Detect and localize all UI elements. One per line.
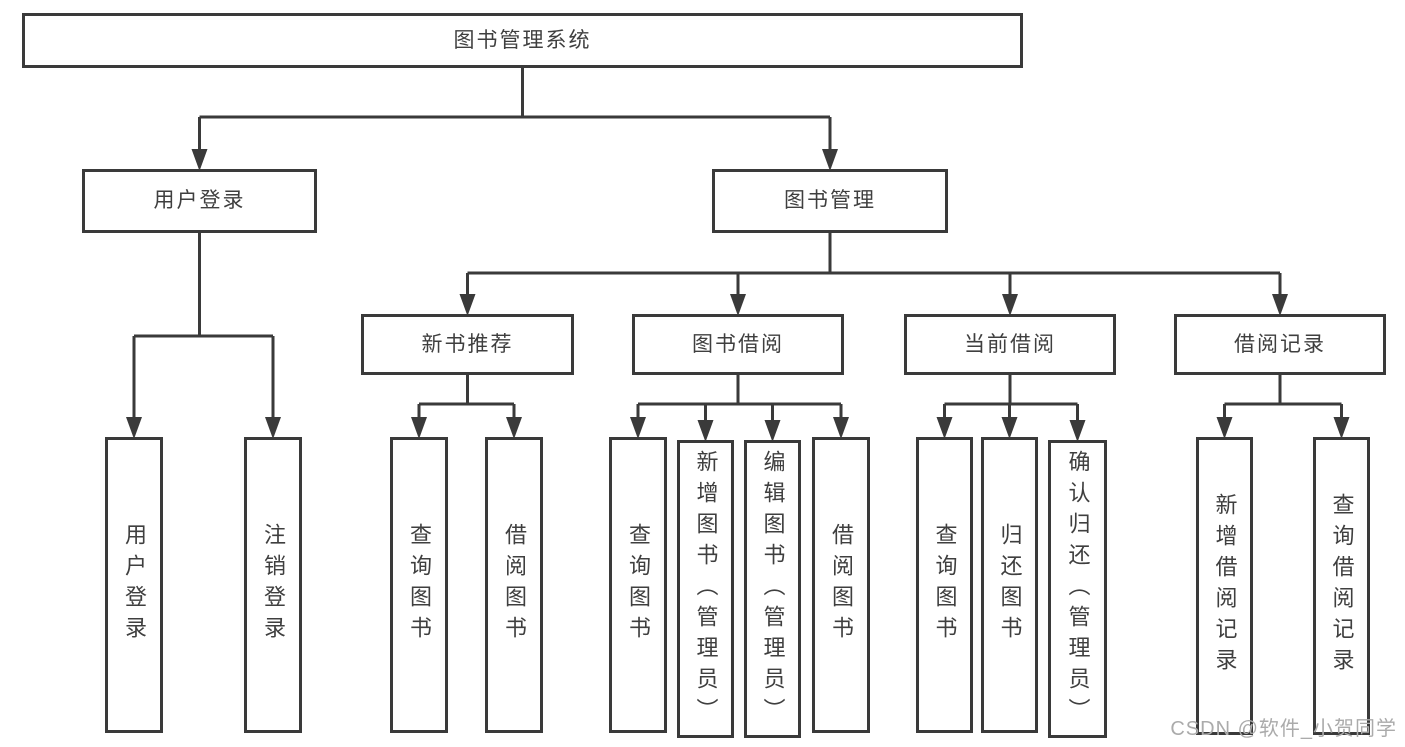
- node-logout: 注销登录: [244, 437, 302, 733]
- watermark: CSDN @软件_小贺同学: [1170, 718, 1397, 740]
- node-bb-add-books: 新增图书（管理员）: [677, 440, 734, 738]
- node-bb-query-books: 查询图书: [609, 437, 667, 733]
- node-current-borrow: 当前借阅: [904, 314, 1116, 375]
- node-br-query-record: 查询借阅记录: [1313, 437, 1370, 735]
- node-user-login: 用户登录: [105, 437, 163, 733]
- node-new-book-rec: 新书推荐: [361, 314, 574, 375]
- node-user-login-module: 用户登录: [82, 169, 317, 233]
- node-rec-borrow-books: 借阅图书: [485, 437, 543, 733]
- node-cb-return-books: 归还图书: [981, 437, 1038, 733]
- node-rec-query-books: 查询图书: [390, 437, 448, 733]
- node-bb-edit-books: 编辑图书（管理员）: [744, 440, 801, 738]
- node-book-borrow: 图书借阅: [632, 314, 844, 375]
- node-cb-query-books: 查询图书: [916, 437, 973, 733]
- node-root: 图书管理系统: [22, 13, 1023, 68]
- node-book-mgmt: 图书管理: [712, 169, 948, 233]
- node-br-add-record: 新增借阅记录: [1196, 437, 1253, 735]
- node-bb-borrow-books: 借阅图书: [812, 437, 870, 733]
- node-borrow-records: 借阅记录: [1174, 314, 1386, 375]
- node-cb-confirm-return: 确认归还（管理员）: [1048, 440, 1107, 738]
